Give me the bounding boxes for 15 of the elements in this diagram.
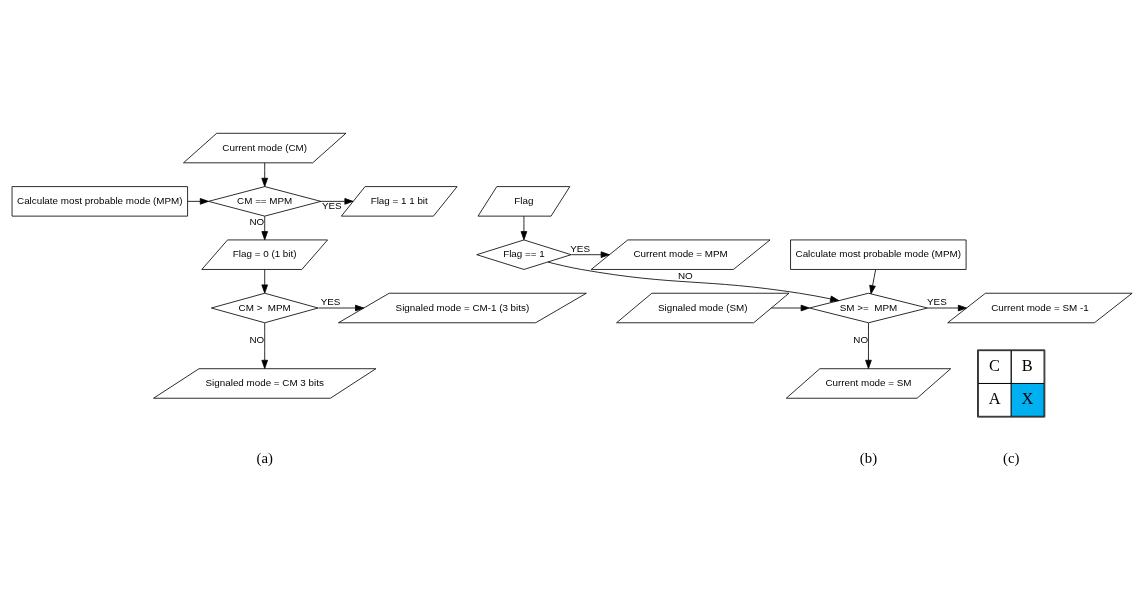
edge-label: YES (320, 296, 341, 308)
label: C (989, 356, 1000, 376)
edge-label: YES (927, 296, 947, 308)
edge-label: NO (249, 216, 265, 228)
edge-label: NO (853, 333, 869, 345)
edge-label: NO (678, 270, 693, 282)
label: (a) (256, 449, 273, 466)
label: (b) (859, 449, 878, 466)
label: B (1021, 356, 1033, 376)
edge-label: YES (570, 242, 590, 254)
edge-label: YES (321, 200, 342, 212)
edge-label: NO (249, 333, 265, 345)
label: X (1021, 388, 1034, 408)
label: (c) (1003, 449, 1020, 466)
label: A (988, 388, 1001, 408)
